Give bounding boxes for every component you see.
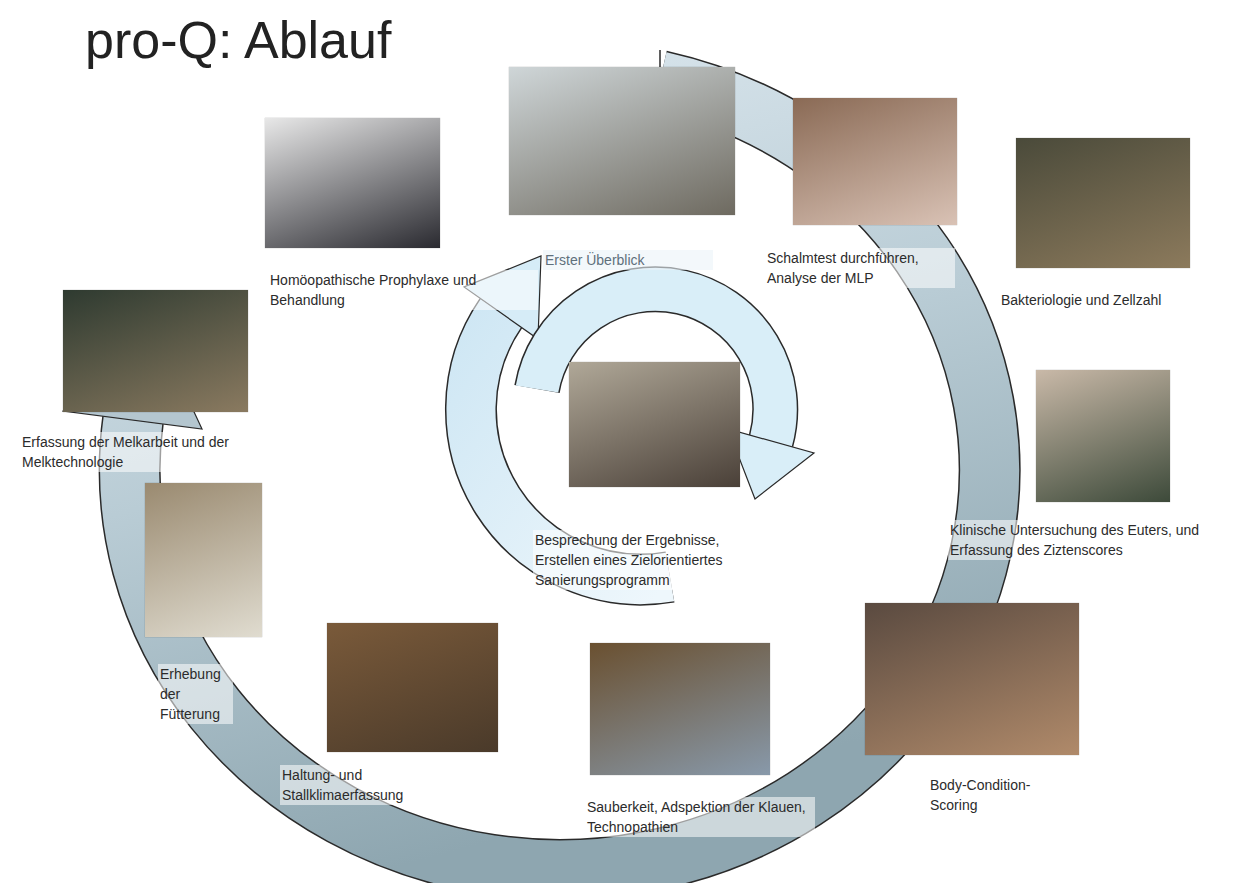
title: pro-Q: Ablauf (85, 8, 391, 72)
step-caption: Schalmtest durchführen, Analyse der MLP (765, 248, 955, 288)
step-caption: Klinische Untersuchung des Euters, und E… (948, 520, 1203, 560)
step-caption: Body-Condition-Scoring (928, 775, 1048, 815)
photo (865, 603, 1079, 755)
photo-step: Bakteriologie und Zellzahl (999, 138, 1224, 310)
photo (509, 67, 735, 215)
step-caption: Erhebung der Fütterung (158, 664, 233, 724)
photo (793, 98, 957, 225)
photo-step: Sauberkeit, Adspektion der Klauen, Techn… (585, 643, 815, 837)
arrowhead (728, 429, 814, 499)
photo (145, 483, 262, 637)
step-caption: Sauberkeit, Adspektion der Klauen, Techn… (585, 797, 815, 837)
step-caption: Besprechung der Ergebnisse, Erstellen ei… (533, 530, 758, 590)
photo-step: Erster Überblick (509, 67, 735, 270)
photo (590, 643, 770, 775)
step-caption: Erster Überblick (543, 250, 713, 270)
photo (1036, 370, 1170, 502)
photo (1016, 138, 1190, 268)
step-caption: Bakteriologie und Zellzahl (999, 290, 1224, 310)
step-caption: Haltung- und Stallklimaerfassung (280, 765, 460, 805)
step-caption: Homöopathische Prophylaxe und Behandlung (268, 270, 538, 310)
photo-step: Besprechung der Ergebnisse, Erstellen ei… (533, 362, 758, 590)
photo (63, 290, 248, 412)
photo-step: Schalmtest durchführen, Analyse der MLP (765, 98, 957, 288)
photo (569, 362, 740, 487)
photo-step: Klinische Untersuchung des Euters, und E… (948, 370, 1203, 560)
photo-step: Erhebung der Fütterung (145, 483, 262, 724)
photo (265, 118, 440, 248)
photo-step: Erfassung der Melkarbeit und der Melktec… (20, 290, 290, 472)
photo (327, 623, 498, 752)
photo-step: Body-Condition-Scoring (865, 603, 1079, 815)
photo-step: Homöopathische Prophylaxe und Behandlung (265, 118, 538, 310)
photo-step: Haltung- und Stallklimaerfassung (280, 623, 498, 805)
step-caption: Erfassung der Melkarbeit und der Melktec… (20, 432, 290, 472)
